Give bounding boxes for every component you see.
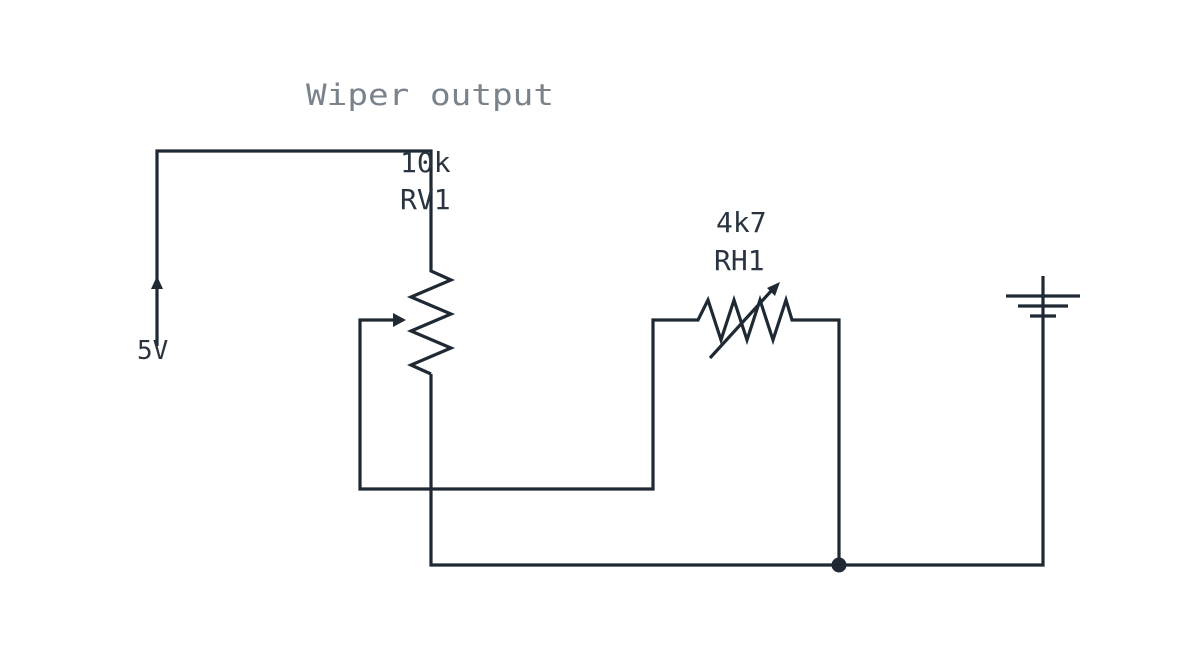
supply-label: 5V <box>137 336 168 366</box>
junction-dot <box>831 557 847 573</box>
rheostat-body <box>693 294 797 346</box>
potentiometer-ref: RV1 <box>400 183 451 216</box>
ground-icon <box>1006 294 1080 318</box>
rheostat-ref: RH1 <box>714 244 765 277</box>
rheostat-adjust-arrow-icon <box>767 282 780 296</box>
supply-arrow-icon <box>151 276 163 289</box>
wire-rheostat-to-junction <box>797 318 841 565</box>
wire-pot-bottom-to-ground <box>429 276 1045 567</box>
rheostat-adjust-line <box>708 288 774 360</box>
potentiometer-wiper-arrow-icon <box>393 313 406 327</box>
wiper-output-annotation: Wiper output <box>306 78 554 112</box>
potentiometer-body <box>406 268 456 376</box>
wire-supply-to-pot-top <box>155 149 433 346</box>
potentiometer-value: 10k <box>400 146 451 179</box>
wire-wiper-to-rheostat <box>358 318 693 491</box>
rheostat-value: 4k7 <box>716 206 767 239</box>
